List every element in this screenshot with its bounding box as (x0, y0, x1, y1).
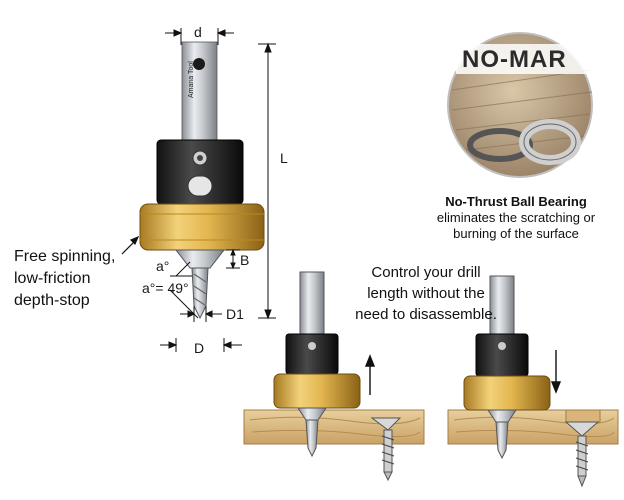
shank-marking: Amana Tool (188, 61, 195, 98)
badge-description-line: eliminates the scratching or (436, 210, 596, 225)
dimension-b (226, 248, 240, 270)
label-angle-value: a°= 49° (142, 280, 189, 296)
dimension-l (258, 42, 276, 320)
control-line: length without the (367, 285, 485, 302)
depth-stop-line: depth-stop (14, 292, 90, 309)
depth-stop-line: low-friction (14, 270, 91, 287)
badge-description-line: burning of the surface (453, 226, 579, 241)
depth-stop-arrow (121, 235, 140, 255)
label-b: B (240, 252, 250, 268)
dimension-d1 (180, 306, 222, 322)
dimension-d (165, 28, 234, 45)
label-d: d (194, 24, 202, 40)
lower-arrow (550, 350, 562, 394)
label-d1: D1 (226, 306, 244, 322)
screw-left (370, 417, 402, 482)
no-mar-logo: NO-MAR (462, 46, 567, 73)
raise-arrow (364, 354, 376, 395)
control-callout: Control your drill length without the ne… (346, 262, 506, 325)
dimension-d-big (160, 338, 242, 352)
control-line: need to disassemble. (355, 306, 497, 323)
no-mar-badge (447, 32, 593, 178)
label-l: L (280, 150, 288, 166)
tool-raised (273, 271, 361, 458)
wood-board-left (243, 409, 425, 445)
tool-lowered (463, 275, 551, 460)
depth-stop-line: Free spinning, (14, 248, 116, 265)
label-angle-a: a° (156, 258, 170, 274)
brand-logo-icon (193, 58, 205, 70)
brass-bearing (139, 203, 265, 251)
countersink-cutter (174, 249, 226, 269)
control-line: Control your drill (371, 264, 481, 281)
depth-stop-callout: Free spinning, low-friction depth-stop (14, 246, 164, 312)
badge-title: No-Thrust Ball Bearing (445, 194, 587, 209)
label-d-big: D (194, 340, 205, 356)
screw-right (564, 421, 600, 488)
badge-description: eliminates the scratching or burning of … (420, 210, 612, 242)
